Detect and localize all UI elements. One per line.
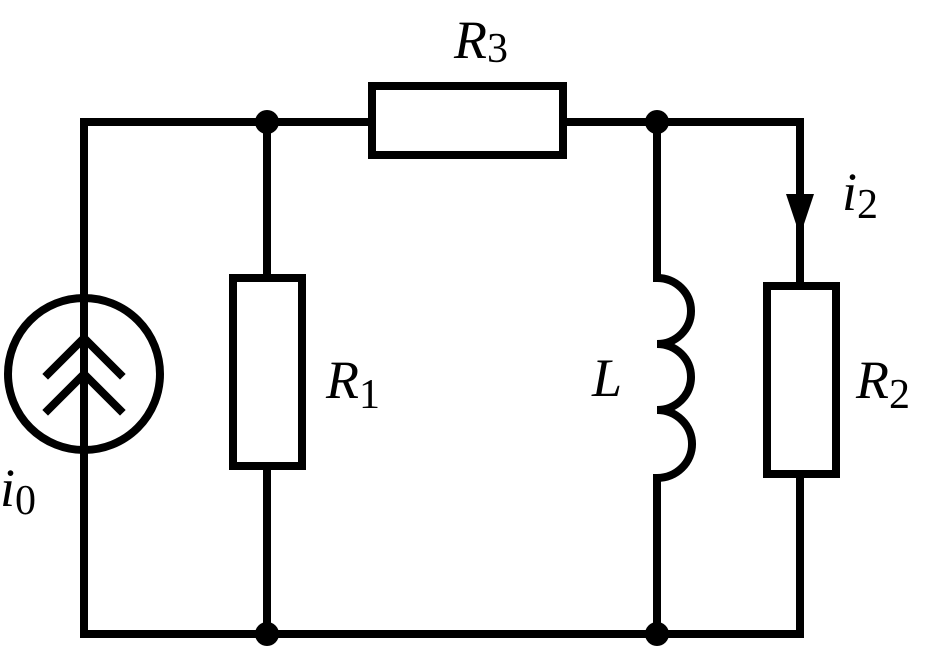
inductor-coil [656,274,696,482]
label-inductor: L [591,348,622,408]
junction-dot [255,622,279,646]
label-r3-symbol: R [453,10,487,70]
label-r1-subscript: 1 [359,372,380,418]
label-i0: i0 [0,458,36,524]
label-i0-subscript: 0 [15,478,36,524]
label-r3: R3 [453,10,508,72]
label-r1-symbol: R [325,350,359,410]
label-i2-subscript: 2 [857,182,878,228]
junction-dot [645,110,669,134]
top-wire-left [80,118,376,306]
junction-dot [255,110,279,134]
label-r2-subscript: 2 [889,372,910,418]
resistor-r1 [229,274,306,470]
label-r2: R2 [855,350,910,418]
label-r2-symbol: R [855,350,889,410]
label-r3-subscript: 3 [487,26,508,72]
junction-dot [645,622,669,646]
current-i2-arrow [786,194,814,236]
label-i2: i2 [842,162,878,228]
label-i0-symbol: i [0,458,15,518]
top-wire-right [559,118,804,290]
resistor-r2 [763,282,840,478]
junction-dots [255,110,669,646]
current-source-arrow-head-upper [42,332,126,380]
label-inductor-symbol: L [591,348,622,408]
current-source-arrow-head-lower [42,368,126,416]
current-source [4,294,164,456]
bottom-wire [80,448,804,638]
label-i2-symbol: i [842,162,857,222]
resistor-r3 [368,82,567,159]
label-r1: R1 [325,350,380,418]
